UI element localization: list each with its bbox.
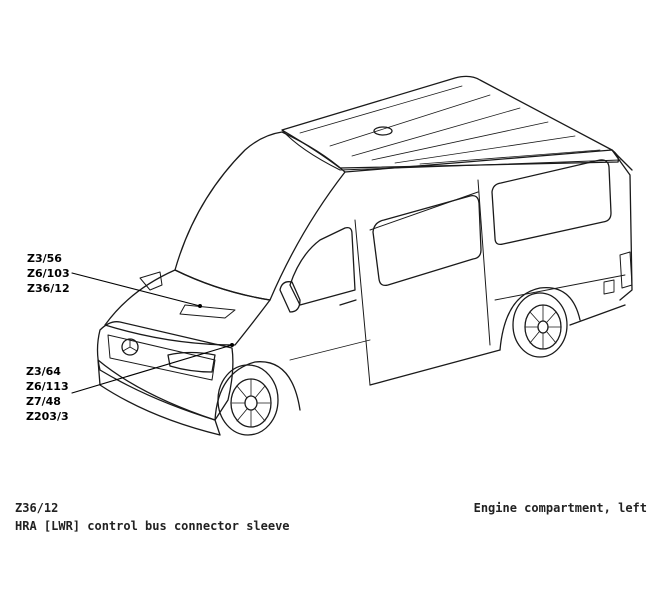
rear-wheel: [512, 292, 568, 358]
grille: [107, 334, 216, 381]
side-lower-line: [369, 304, 626, 386]
van-illustration: [71, 75, 633, 436]
side-window-rear: [491, 159, 612, 246]
component-code: Z36/12: [15, 501, 59, 515]
callout-label: Z6/103: [27, 267, 70, 280]
side-mirror: [279, 281, 301, 313]
rear-light: [619, 251, 633, 289]
front-bumper: [97, 359, 221, 436]
side-strip: [289, 274, 626, 361]
leader-dot-b: [230, 343, 234, 347]
component-location: Engine compartment, left: [473, 501, 647, 515]
front-door-window: [289, 226, 356, 306]
front-wheel-arch: [214, 361, 301, 421]
roof-antenna: [373, 126, 393, 136]
callout-label: Z36/12: [27, 282, 70, 295]
leader-line-b: [71, 344, 233, 394]
rear-corner: [611, 149, 633, 301]
leader-dot-a: [198, 304, 202, 308]
roof-rail: [281, 129, 621, 171]
front-wheel: [217, 364, 279, 436]
windshield: [174, 131, 346, 301]
callout-group-upper: Z3/56 Z6/103 Z36/12: [27, 251, 70, 296]
rear-wheel-arch: [499, 286, 581, 351]
callout-label: Z7/48: [26, 395, 61, 408]
callout-label: Z3/56: [27, 252, 62, 265]
hood-vent: [139, 271, 163, 291]
door-handle: [339, 299, 357, 306]
headlight: [167, 351, 216, 373]
leader-line-a: [71, 272, 201, 307]
callout-label: Z3/64: [26, 365, 61, 378]
roof-ribs: [299, 85, 601, 165]
hood-panel: [179, 304, 236, 319]
callout-group-lower: Z3/64 Z6/113 Z7/48 Z203/3: [26, 364, 69, 424]
door-lines: [354, 179, 491, 386]
component-description: HRA [LWR] control bus connector sleeve: [15, 519, 290, 533]
callout-label: Z6/113: [26, 380, 69, 393]
callout-label: Z203/3: [26, 410, 69, 423]
hood: [104, 269, 271, 346]
side-window-front: [372, 195, 482, 287]
rear-detail: [603, 279, 615, 295]
